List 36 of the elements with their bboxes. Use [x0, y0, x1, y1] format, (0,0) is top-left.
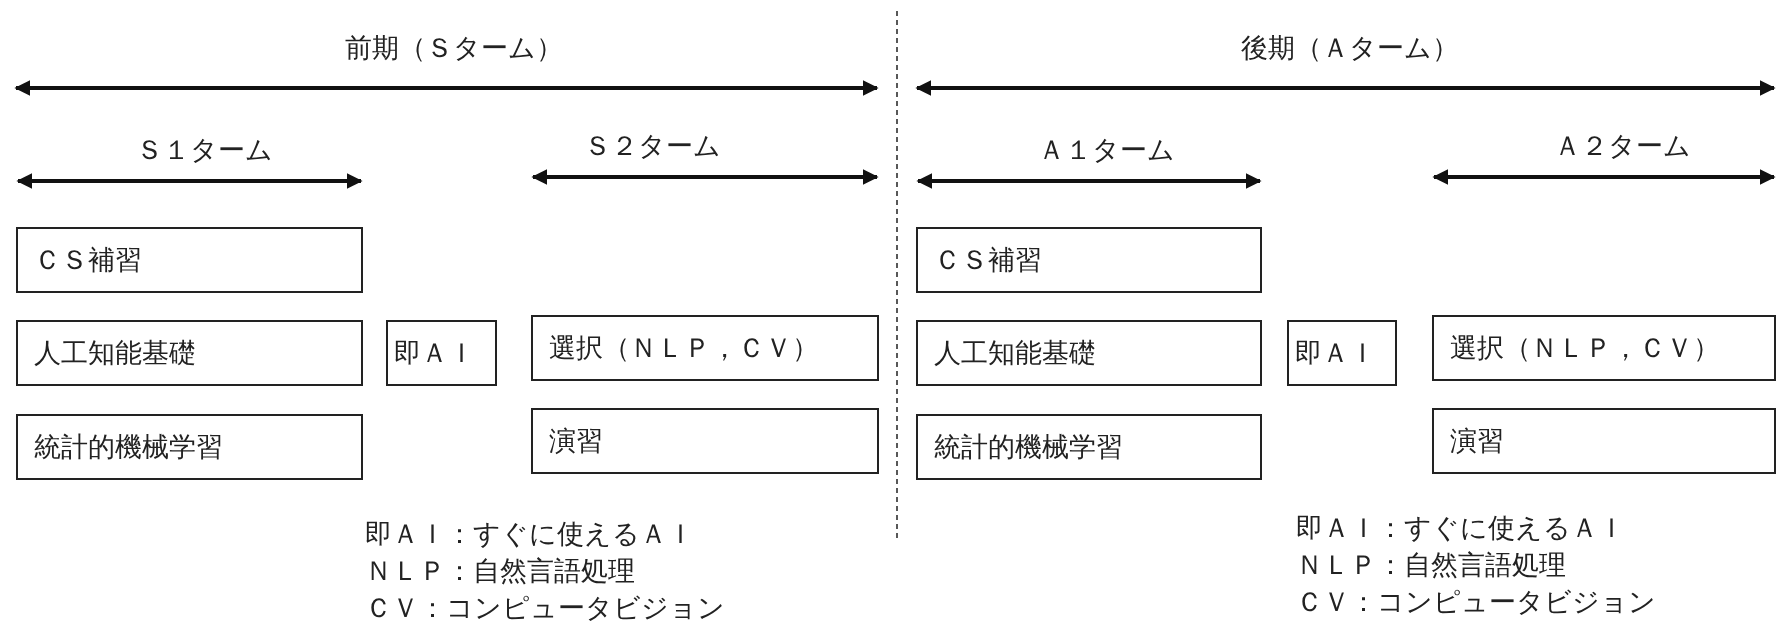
- course-name: 統計的機械学習: [33, 430, 223, 464]
- term-label: Ｓ２ターム: [583, 132, 721, 159]
- abbreviation-note: 即ＡＩ：すぐに使えるＡＩ: [365, 520, 694, 547]
- abbreviation-note: ＣＶ：コンピュータビジョン: [1296, 588, 1656, 615]
- course-box: [916, 414, 1262, 480]
- abbreviation-note: 即ＡＩ：すぐに使えるＡＩ: [1296, 514, 1625, 541]
- course-name: ＣＳ補習: [33, 243, 142, 277]
- course-name: 人工知能基礎: [33, 336, 196, 370]
- course-box: [531, 315, 879, 381]
- course-box: [916, 227, 1262, 293]
- course-name: 即ＡＩ: [393, 336, 475, 370]
- course-box: [386, 320, 497, 386]
- course-name: 即ＡＩ: [1294, 336, 1376, 370]
- term-label: Ｓ１ターム: [135, 136, 273, 163]
- abbreviation-note: ＮＬＰ：自然言語処理: [1296, 551, 1566, 578]
- course-name: 演習: [1449, 424, 1504, 458]
- course-name: 統計的機械学習: [933, 430, 1123, 464]
- period-heading: 前期（Ｓターム）: [345, 34, 563, 61]
- course-box: [1432, 315, 1776, 381]
- course-box: [16, 414, 363, 480]
- period-heading: 後期（Ａターム）: [1241, 34, 1459, 61]
- course-box: [531, 408, 879, 474]
- term-label: Ａ１ターム: [1037, 136, 1175, 163]
- abbreviation-note: ＮＬＰ：自然言語処理: [365, 557, 635, 584]
- course-box: [916, 320, 1262, 386]
- term-label: Ａ２ターム: [1553, 132, 1691, 159]
- course-name: 選択（ＮＬＰ，ＣＶ）: [1449, 331, 1720, 365]
- course-name: 選択（ＮＬＰ，ＣＶ）: [548, 331, 819, 365]
- course-box: [16, 320, 363, 386]
- course-box: [1287, 320, 1397, 386]
- course-name: 人工知能基礎: [933, 336, 1096, 370]
- course-box: [16, 227, 363, 293]
- course-name: 演習: [548, 424, 603, 458]
- course-box: [1432, 408, 1776, 474]
- abbreviation-note: ＣＶ：コンピュータビジョン: [365, 594, 725, 621]
- course-name: ＣＳ補習: [933, 243, 1042, 277]
